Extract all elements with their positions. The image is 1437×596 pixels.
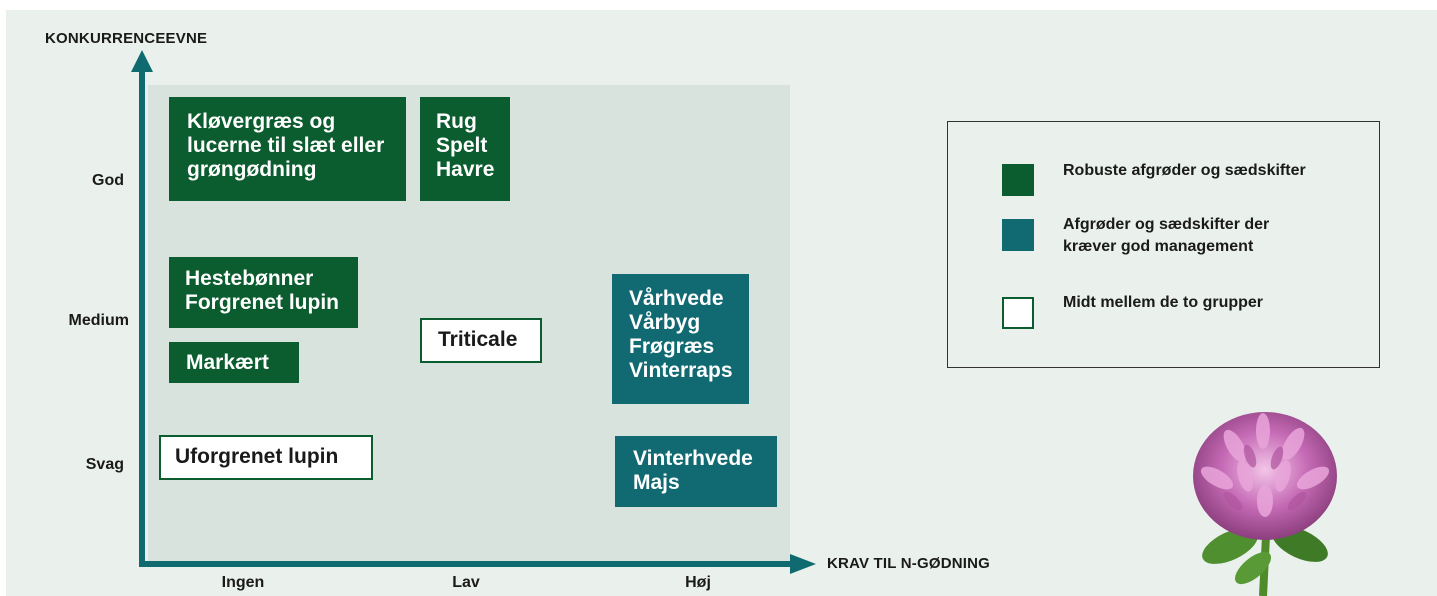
x-tick-ingen: Ingen (221, 574, 265, 591)
legend-swatch-management (1002, 219, 1034, 251)
y-tick-svag: Svag (85, 456, 124, 473)
box-uforgrenet-lupin: Uforgrenet lupin (159, 435, 373, 480)
x-tick-hoj: Høj (685, 574, 711, 591)
legend-label-management: Afgrøder og sædskifter der kræver god ma… (1063, 216, 1270, 255)
box-varhvede: Vårhvede Vårbyg Frøgræs Vinterraps (612, 274, 749, 404)
box-rug-spelt-havre: Rug Spelt Havre (420, 97, 510, 201)
legend-label-robust: Robuste afgrøder og sædskifter (1063, 162, 1306, 179)
y-tick-medium: Medium (68, 312, 129, 329)
box-hestebonner: Hestebønner Forgrenet lupin (169, 257, 358, 328)
legend-swatch-middle (1002, 297, 1034, 329)
legend-label-middle: Midt mellem de to grupper (1063, 294, 1264, 311)
clover-flower-icon (1193, 412, 1337, 596)
box-vinterhvede: Vinterhvede Majs (615, 436, 777, 507)
box-triticale: Triticale (420, 318, 542, 363)
box-markaert: Markært (169, 342, 299, 383)
y-tick-god: God (92, 172, 124, 189)
legend: Robuste afgrøder og sædskifter Afgrøder … (947, 121, 1380, 368)
y-axis-title: KONKURRENCEEVNE (45, 30, 208, 47)
legend-swatch-robust (1002, 164, 1034, 196)
box-klovergraes: Kløvergræs og lucerne til slæt eller grø… (169, 97, 406, 201)
x-axis-title: KRAV TIL N-GØDNING (827, 555, 991, 572)
x-tick-lav: Lav (452, 574, 480, 591)
